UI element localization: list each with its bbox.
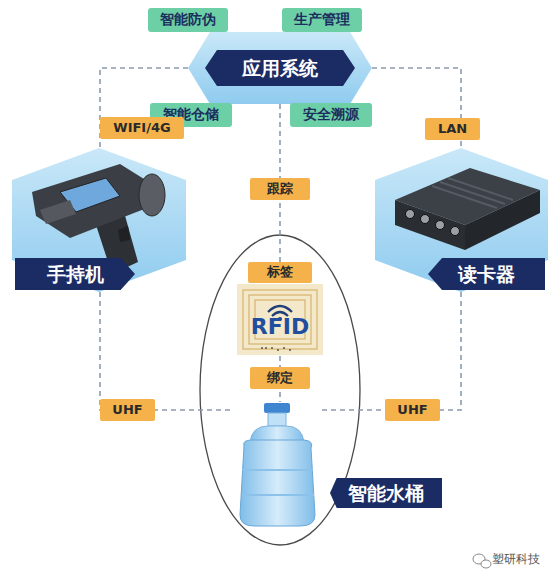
diagram-node: 安全溯源	[290, 103, 372, 127]
diagram-node: 读卡器	[375, 148, 548, 292]
feature-tag: 安全溯源	[290, 103, 372, 127]
hexagon-background	[12, 148, 186, 292]
connector-label: 跟踪	[250, 178, 310, 200]
diagram-node: 应用系统	[188, 32, 372, 104]
diagram-node: 标签 RFID	[235, 262, 325, 356]
diagram-node: 智能水桶	[232, 402, 322, 528]
hexagon-background	[188, 32, 372, 104]
handheld-illustration	[32, 164, 165, 274]
tag-heading: 标签	[248, 262, 312, 283]
connector-label: LAN	[425, 118, 480, 140]
hexagon-background	[375, 148, 548, 292]
dashed-connector	[100, 292, 232, 410]
feature-tag: 生产管理	[282, 8, 362, 32]
device-label: 读卡器	[428, 258, 545, 290]
feature-tag: 智能防伪	[148, 8, 228, 32]
watermark: 塑研科技	[492, 551, 540, 569]
connector-label: UHF	[385, 399, 440, 421]
connector-label: UHF	[100, 399, 155, 421]
dashed-connector	[322, 292, 461, 410]
connector-label: 绑定	[250, 367, 310, 389]
reader-illustration	[395, 168, 540, 250]
diagram-node: 智能防伪	[148, 8, 228, 32]
object-label: 智能水桶	[330, 478, 442, 508]
device-label: 手持机	[15, 258, 135, 290]
card-text: RFID	[235, 312, 325, 342]
bucket-illustration	[240, 403, 315, 526]
system-title: 应用系统	[205, 50, 355, 86]
diagram-node: 生产管理	[282, 8, 362, 32]
connector-label: WIFI/4G	[100, 117, 184, 139]
diagram-node: 手持机	[12, 148, 186, 292]
watermark-icon	[473, 554, 491, 568]
